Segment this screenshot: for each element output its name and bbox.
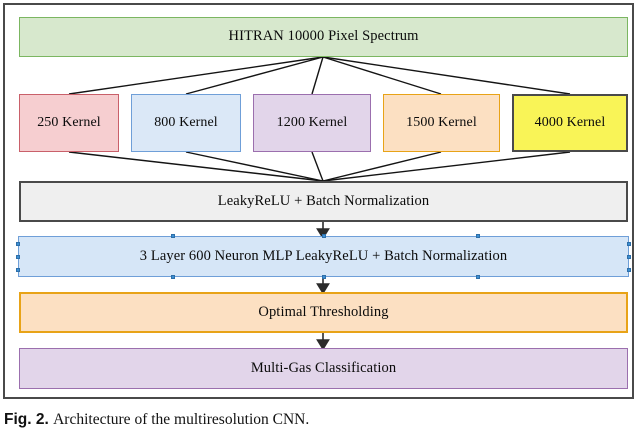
selection-handle-bottom-center[interactable] [321, 275, 326, 279]
figure-caption-label: Fig. 2. [4, 411, 49, 428]
node-label: 1500 Kernel [406, 115, 477, 131]
selection-handle-top-left-quarter[interactable] [171, 234, 176, 238]
selection-handle-right-top[interactable] [627, 242, 631, 246]
figure-caption: Fig. 2. Architecture of the multiresolut… [4, 411, 636, 429]
selection-handle-left-middle[interactable] [16, 255, 20, 259]
selection-handle-top-right-quarter[interactable] [475, 234, 480, 238]
node-label: 250 Kernel [37, 115, 101, 131]
node-multi-gas-classification[interactable]: Multi-Gas Classification [19, 348, 628, 389]
node-kernel-1200[interactable]: 1200 Kernel [253, 94, 371, 152]
node-optimal-thresholding[interactable]: Optimal Thresholding [19, 292, 628, 333]
node-mlp-leakyrelu-batchnorm[interactable]: 3 Layer 600 Neuron MLP LeakyReLU + Batch… [16, 234, 631, 279]
selection-handle-bottom-left-quarter[interactable] [171, 275, 176, 279]
node-kernel-1500[interactable]: 1500 Kernel [383, 94, 500, 152]
node-label: LeakyReLU + Batch Normalization [217, 192, 430, 209]
selection-handle-top-center[interactable] [321, 234, 326, 238]
node-hitran-spectrum[interactable]: HITRAN 10000 Pixel Spectrum [19, 17, 628, 57]
selection-handle-left-bottom[interactable] [16, 268, 20, 272]
figure-caption-text: Architecture of the multiresolution CNN. [53, 411, 310, 428]
node-kernel-4000[interactable]: 4000 Kernel [512, 94, 628, 152]
node-label: HITRAN 10000 Pixel Spectrum [228, 28, 419, 45]
selection-handle-right-bottom[interactable] [627, 268, 631, 272]
selection-handle-right-middle[interactable] [627, 255, 631, 259]
node-label: Multi-Gas Classification [250, 359, 397, 376]
selection-handle-left-top[interactable] [16, 242, 20, 246]
node-leakyrelu-batchnorm[interactable]: LeakyReLU + Batch Normalization [19, 181, 628, 222]
node-kernel-250[interactable]: 250 Kernel [19, 94, 119, 152]
figure-frame: HITRAN 10000 Pixel Spectrum 250 Kernel 8… [3, 3, 634, 399]
node-label: 3 Layer 600 Neuron MLP LeakyReLU + Batch… [139, 247, 508, 264]
node-kernel-800[interactable]: 800 Kernel [131, 94, 241, 152]
selection-handle-bottom-right-quarter[interactable] [475, 275, 480, 279]
node-label: 4000 Kernel [534, 115, 606, 131]
node-label: 1200 Kernel [276, 115, 348, 131]
node-label: Optimal Thresholding [258, 303, 389, 320]
node-label: 800 Kernel [154, 115, 218, 131]
